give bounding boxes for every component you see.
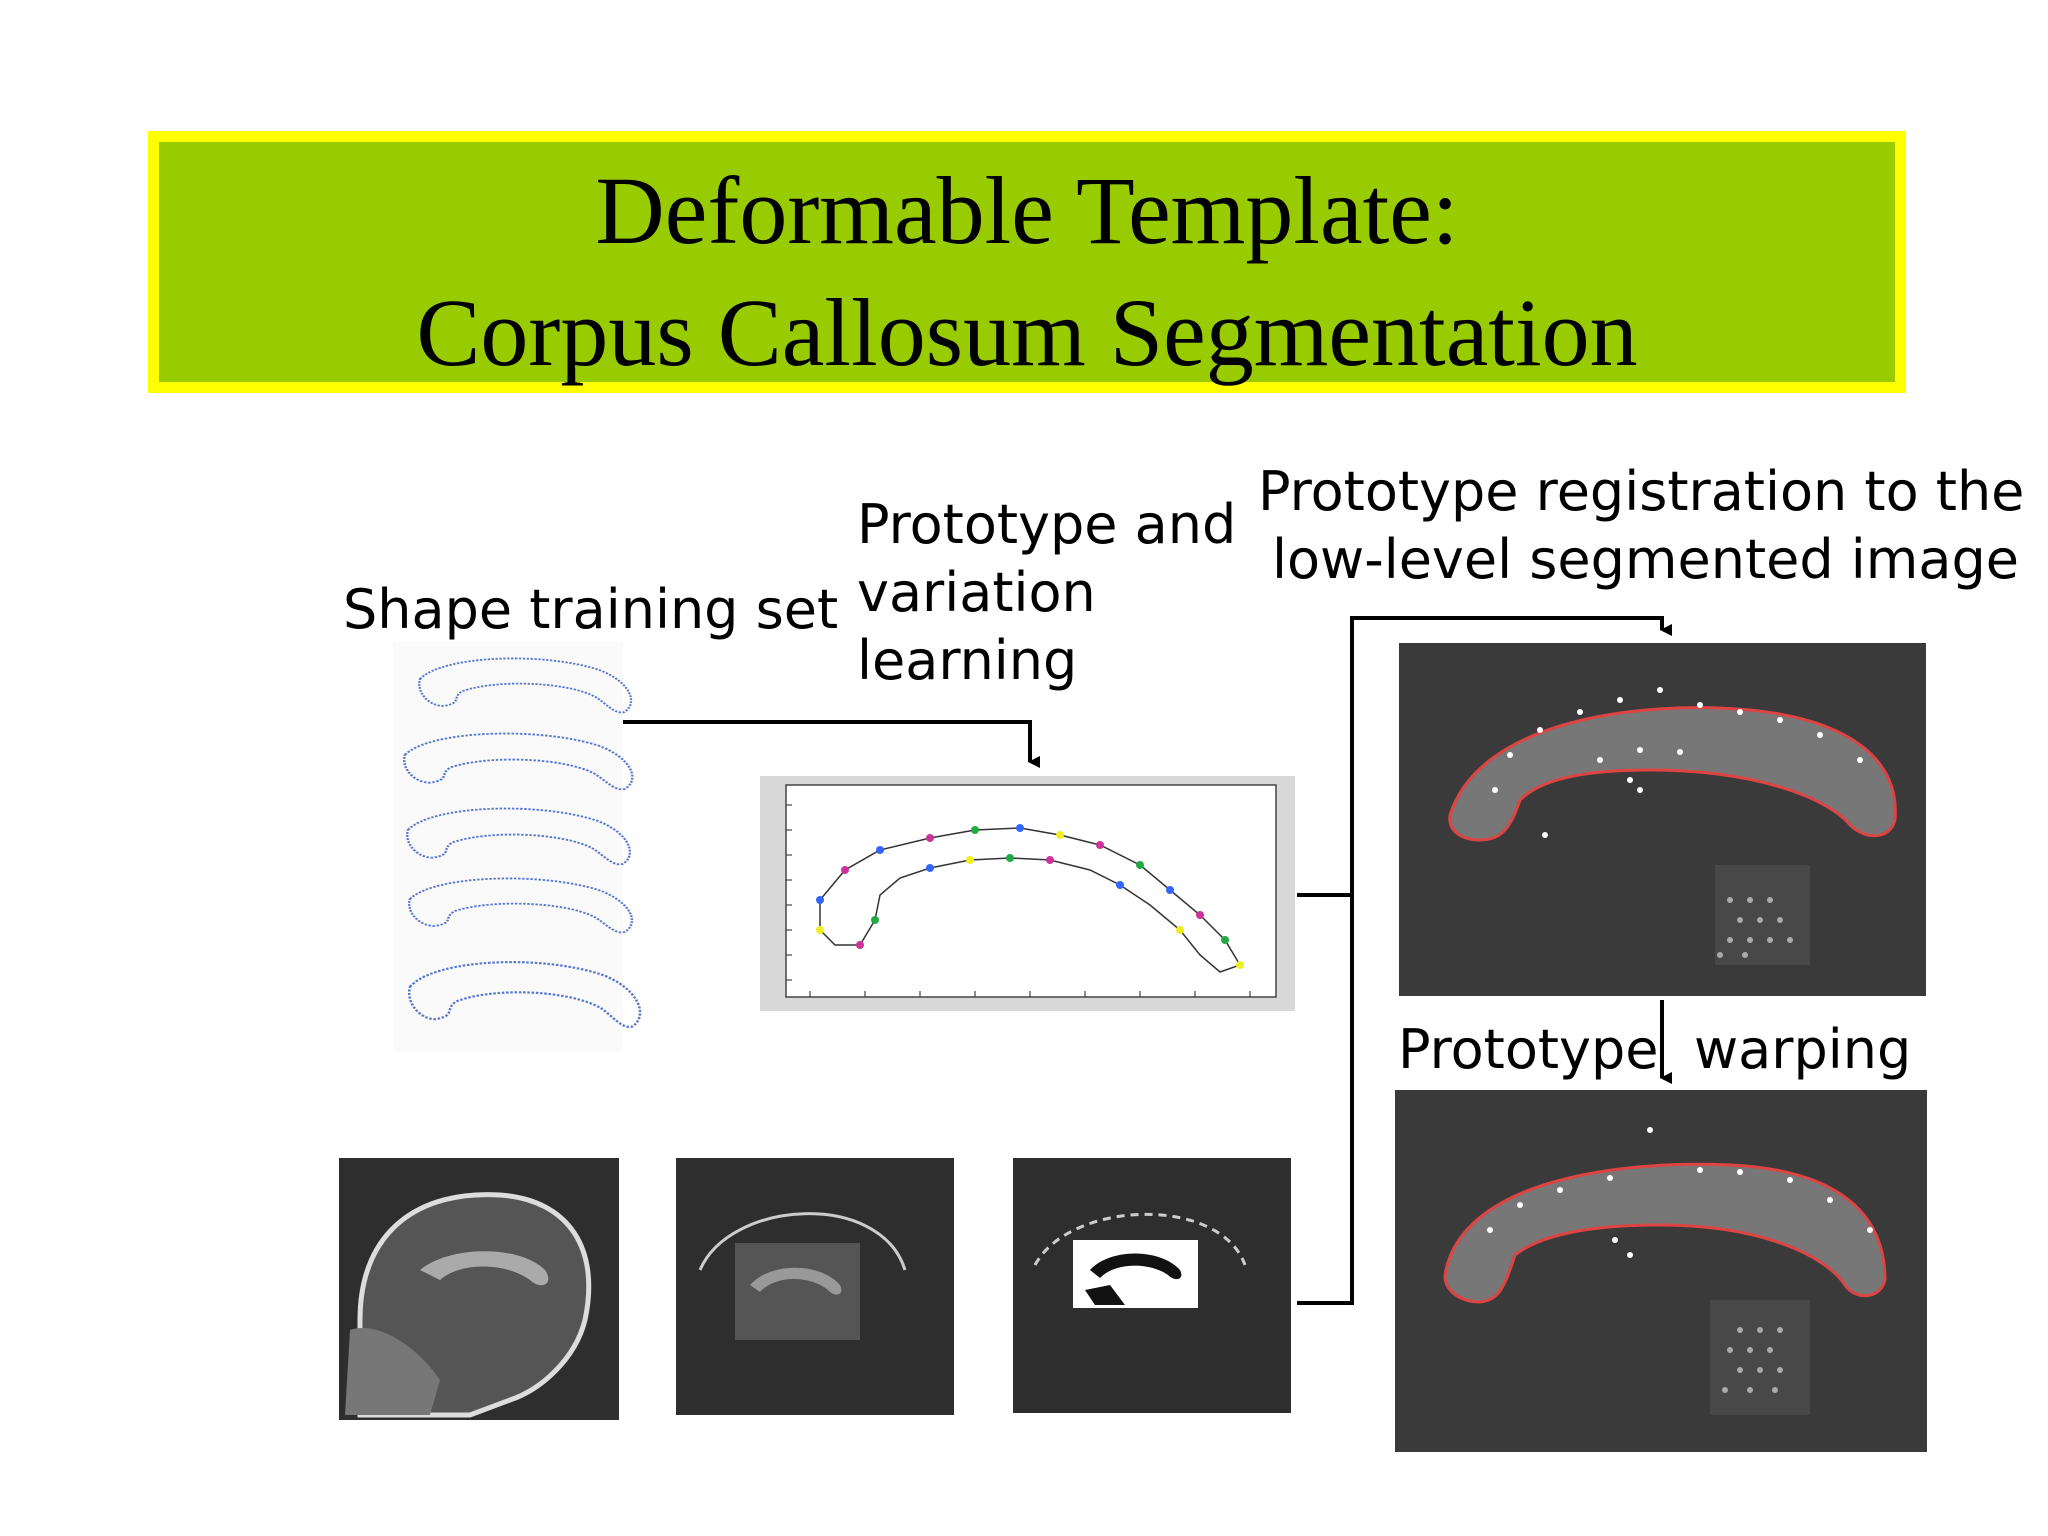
- prototype-warped-image: [1395, 1090, 1927, 1452]
- registration-label-line-1: Prototype registration to the: [1258, 460, 2025, 523]
- warping-label-left: Prototype: [1398, 1018, 1659, 1081]
- shape-training-set-label: Shape training set: [343, 578, 839, 641]
- slide-title: Deformable Template: Corpus Callosum Seg…: [148, 150, 1906, 394]
- prototype-variation-plot: [760, 776, 1295, 1011]
- title-line-2: Corpus Callosum Segmentation: [416, 279, 1638, 386]
- title-banner: [148, 131, 1906, 393]
- mri-roi-image: [676, 1158, 954, 1415]
- connector-arrows: [623, 616, 1672, 1305]
- title-line-1: Deformable Template:: [595, 157, 1459, 264]
- registration-label-line-2: low-level segmented image: [1272, 528, 2019, 591]
- prototype-learning-label-line-3: learning: [857, 629, 1078, 692]
- shape-training-set-image: [393, 642, 642, 1052]
- prototype-registration-image: [1399, 643, 1926, 996]
- warping-label-right: warping: [1694, 1018, 1912, 1081]
- prototype-learning-label-line-2: variation: [857, 561, 1096, 624]
- low-level-segmented-image: [1013, 1158, 1291, 1413]
- prototype-learning-label-line-1: Prototype and: [857, 493, 1237, 556]
- mri-sagittal-image: [339, 1158, 619, 1420]
